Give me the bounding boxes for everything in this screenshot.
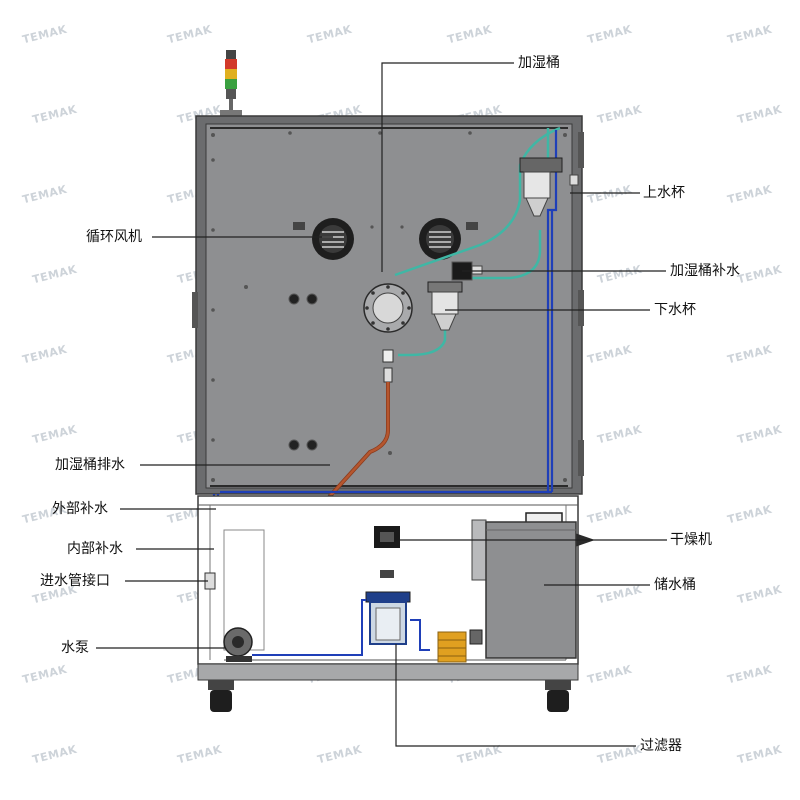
leader-humidifier-tank [381,62,514,272]
panel-ports [288,293,318,451]
drain-pipe [208,382,390,630]
storage-tank [471,519,577,659]
circulation-fan-left [293,218,354,260]
leader-lines [96,62,667,747]
teal-water-lines [394,126,561,357]
circulation-fan-right [419,218,478,260]
leader-filter [395,644,636,747]
label-storage-tank: 储水桶 [654,577,696,593]
label-humidifier-tank: 加湿桶 [518,55,560,71]
lower-pipes [252,599,430,656]
label-external-refill: 外部补水 [52,501,108,517]
pump-coil [437,629,483,663]
label-internal-refill: 内部补水 [67,541,123,557]
label-inlet-connector: 进水管接口 [40,573,110,589]
upper-water-cup [519,157,579,217]
label-filter: 过滤器 [640,738,682,754]
lower-water-cup [427,281,463,331]
label-dryer: 干燥机 [670,532,712,548]
label-humidifier-drain: 加湿桶排水 [55,457,125,473]
casters [208,680,571,712]
label-upper-water-cup: 上水杯 [643,185,685,201]
water-pump [223,627,253,662]
signal-tower [220,50,242,116]
humidifier-tank [363,283,413,383]
label-lower-water-cup: 下水杯 [654,302,696,318]
label-circulation-fan: 循环风机 [86,229,142,245]
filter [365,570,411,645]
label-water-pump: 水泵 [61,640,89,656]
label-humidifier-refill: 加湿桶补水 [670,263,740,279]
